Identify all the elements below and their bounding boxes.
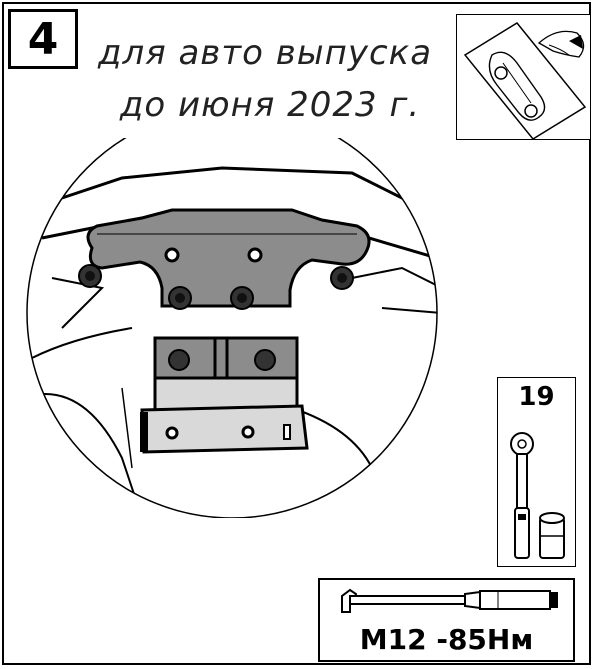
socket-size-label: 19 [518, 382, 555, 412]
torque-spec-box: M12 -85Нм [318, 578, 575, 662]
note-line-2: до июня 2023 г. [119, 85, 421, 125]
note-line-1: для авто выпуска [97, 33, 433, 73]
tool-size-box: 19 [497, 377, 576, 567]
car-location-inset [456, 14, 591, 140]
bracket-detail-view [22, 138, 447, 518]
torque-value: M12 -85Нм [359, 623, 534, 656]
car-underside-icon [463, 22, 587, 139]
step-number: 4 [27, 13, 59, 65]
socket-wrench-icon [510, 432, 565, 559]
torque-wrench-icon [341, 588, 558, 613]
applicability-note: для авто выпуска до июня 2023 г. [95, 27, 435, 131]
step-number-box: 4 [8, 9, 78, 69]
bracket-detail-drawing [26, 138, 438, 518]
